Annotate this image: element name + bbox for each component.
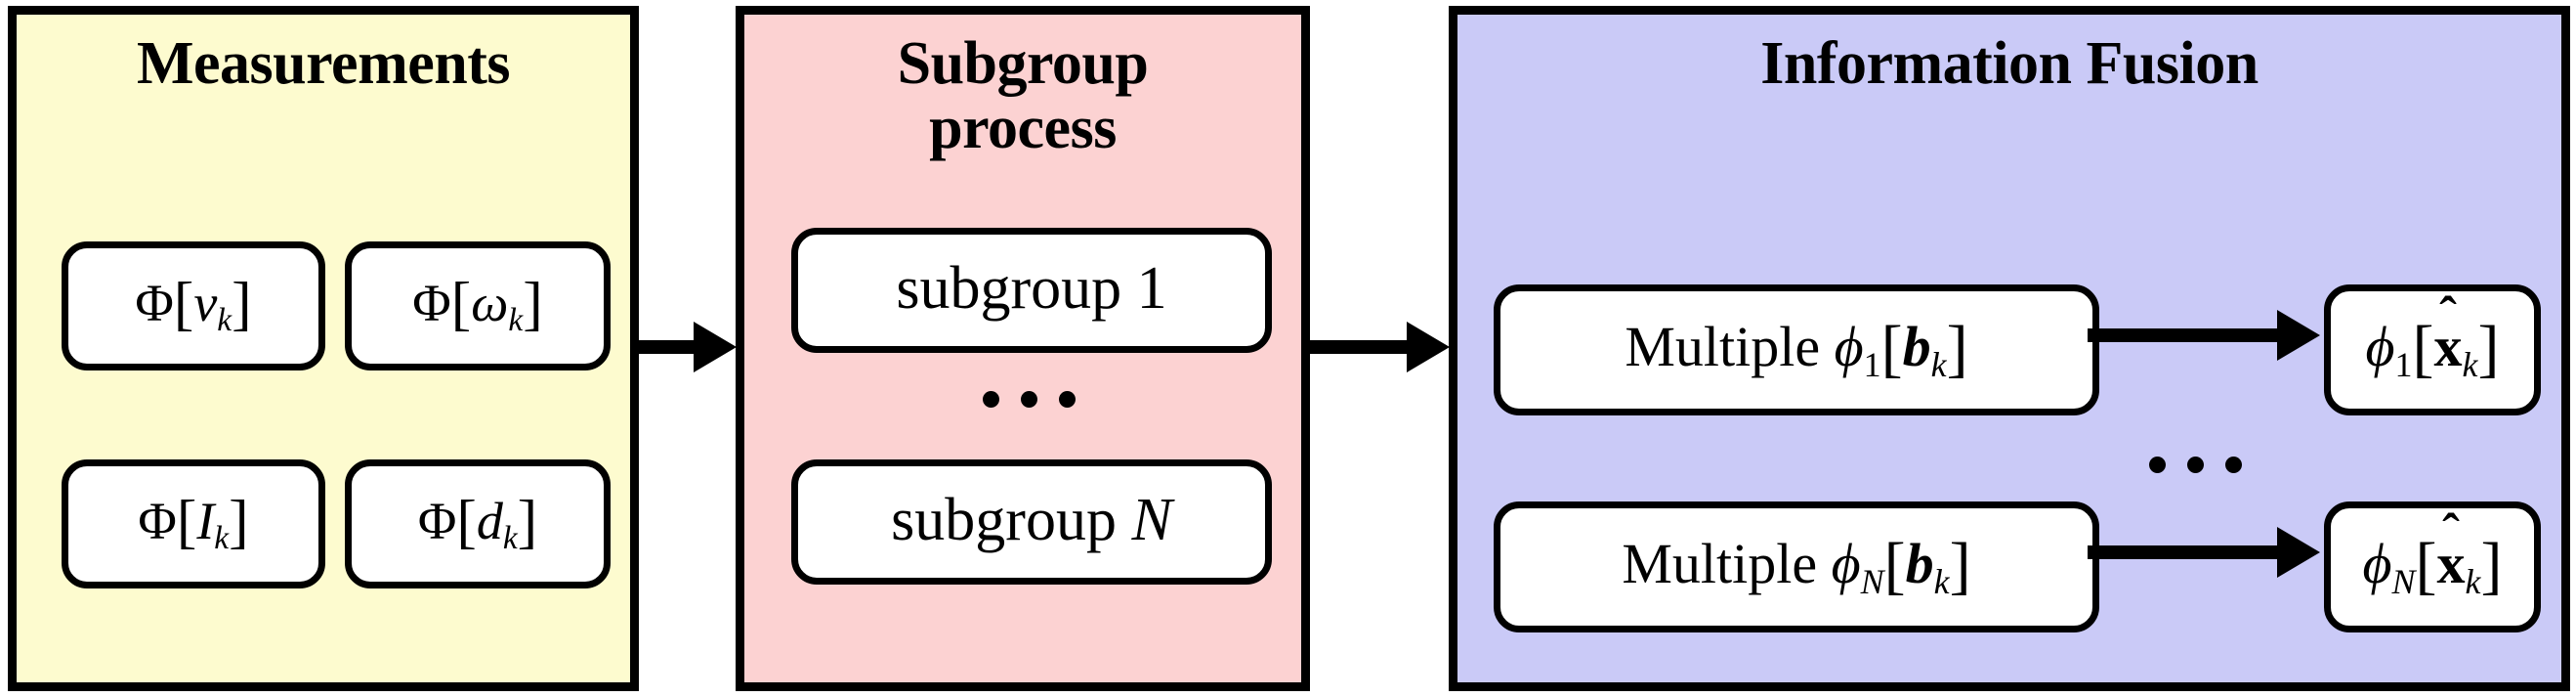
dot-icon xyxy=(2225,457,2242,473)
arrow-head-icon xyxy=(1407,322,1450,372)
dot-icon xyxy=(983,391,999,408)
node-phi-d-label: Φ[dk] xyxy=(417,489,538,556)
panel-subgroup-title-line1: Subgroup xyxy=(897,30,1149,97)
panel-measurements: Measurements Φ[vk] Φ[ωk] Φ[Ik] Φ[dk] xyxy=(8,6,639,691)
panel-measurements-title: Measurements xyxy=(137,30,510,97)
arrow-head-icon xyxy=(2277,527,2320,578)
node-phi-v-label: Φ[vk] xyxy=(135,271,252,338)
dot-icon xyxy=(1059,391,1076,408)
node-multiple-phi-1-b-label: Multiple ϕ1[bk] xyxy=(1625,312,1968,384)
arrow-fusion-rown xyxy=(2088,527,2320,578)
node-phi-i[interactable]: Φ[Ik] xyxy=(62,459,325,588)
panel-subgroup-title: Subgroup process xyxy=(744,30,1301,161)
node-subgroup-1[interactable]: subgroup 1 xyxy=(791,228,1272,353)
arrow-shaft xyxy=(2088,328,2281,342)
panel-subgroup-title-line2: process xyxy=(929,94,1117,161)
node-phi-omega-label: Φ[ωk] xyxy=(412,271,543,338)
node-phi-i-label: Φ[Ik] xyxy=(138,489,249,556)
node-phi-omega[interactable]: Φ[ωk] xyxy=(345,241,611,370)
panel-fusion-title: Information Fusion xyxy=(1760,30,2259,97)
arrow-subgroup-to-fusion xyxy=(1310,322,1450,372)
node-multiple-phi-n-b[interactable]: Multiple ϕN[bk] xyxy=(1494,501,2099,632)
arrow-head-icon xyxy=(2277,310,2320,361)
ellipsis-fusion xyxy=(2149,457,2242,473)
dot-icon xyxy=(2187,457,2204,473)
arrow-head-icon xyxy=(694,322,737,372)
node-subgroup-1-label: subgroup 1 xyxy=(896,255,1167,322)
node-phi-v[interactable]: Φ[vk] xyxy=(62,241,325,370)
arrow-measurements-to-subgroup xyxy=(639,322,737,372)
ellipsis-subgroup xyxy=(983,391,1076,408)
node-multiple-phi-n-b-label: Multiple ϕN[bk] xyxy=(1622,529,1971,601)
arrow-shaft xyxy=(2088,545,2281,559)
dot-icon xyxy=(2149,457,2166,473)
arrow-fusion-row1 xyxy=(2088,310,2320,361)
node-subgroup-n[interactable]: subgroup N xyxy=(791,459,1272,585)
arrow-shaft xyxy=(639,340,697,354)
node-subgroup-n-label: subgroup N xyxy=(891,487,1172,553)
node-multiple-phi-1-b[interactable]: Multiple ϕ1[bk] xyxy=(1494,284,2099,415)
node-phi-d[interactable]: Φ[dk] xyxy=(345,459,611,588)
arrow-shaft xyxy=(1310,340,1411,354)
panel-subgroup-process: Subgroup process subgroup 1 subgroup N xyxy=(736,6,1310,691)
dot-icon xyxy=(1021,391,1037,408)
